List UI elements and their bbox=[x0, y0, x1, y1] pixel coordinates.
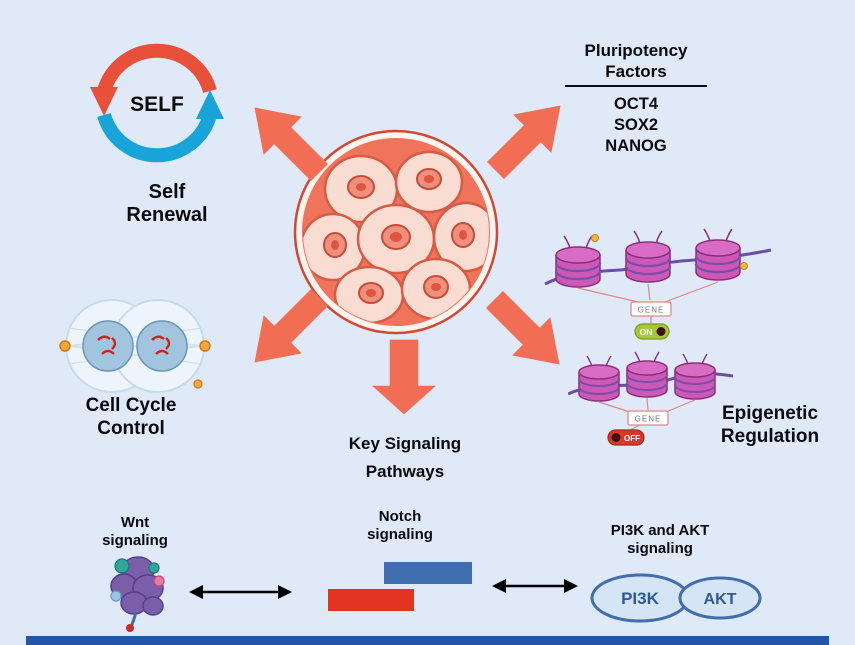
self-cycle-text: SELF bbox=[130, 93, 184, 116]
pi3k-akt-icon: PI3K AKT bbox=[590, 573, 762, 623]
off-label: OFF bbox=[624, 434, 640, 443]
cell-cycle-label: Cell Cycle Control bbox=[85, 395, 177, 439]
pluripotency-title: Pluripotency Factors bbox=[584, 41, 688, 81]
pluripotency-factor-list: OCT4 SOX2 NANOG bbox=[550, 94, 722, 157]
wnt-molecule-icon bbox=[110, 556, 165, 632]
epigenetic-label: Epigenetic Regulation bbox=[720, 403, 820, 447]
nucleosome-icon bbox=[674, 353, 716, 400]
akt-text: AKT bbox=[704, 591, 737, 608]
gene-label: GENE bbox=[638, 306, 665, 315]
bottom-accent-bar bbox=[26, 636, 829, 645]
nucleosome-icon bbox=[578, 355, 620, 402]
epigenetic-condensed-chromatin-icon: GENE OFF bbox=[568, 351, 733, 446]
self-renewal-label: Self Renewal bbox=[126, 181, 208, 226]
key-signaling-label: Key Signaling Pathways bbox=[348, 434, 462, 481]
pi3k-text: PI3K bbox=[621, 589, 660, 608]
wnt-notch-double-arrow-icon bbox=[189, 585, 292, 599]
cell-cycle-mitosis-icon bbox=[59, 299, 211, 393]
pluripotency-factors-panel: Pluripotency Factors OCT4 SOX2 NANOG bbox=[550, 40, 722, 157]
nucleosome-icon bbox=[554, 234, 602, 288]
cycle-red-arrowhead-icon bbox=[90, 87, 118, 116]
notch-receptor-bar bbox=[384, 562, 472, 584]
nucleosome-icon bbox=[694, 228, 748, 281]
akt-ellipse bbox=[678, 576, 762, 620]
gene-box bbox=[627, 410, 669, 426]
pi3k-akt-label: PI3K and AKT signaling bbox=[610, 522, 710, 557]
gene-label: GENE bbox=[635, 415, 662, 424]
notch-pi3k-double-arrow-icon bbox=[492, 579, 578, 593]
epigenetic-open-chromatin-icon: GENE ON bbox=[544, 228, 772, 340]
gene-box bbox=[630, 301, 672, 317]
nucleosome-icon bbox=[624, 230, 672, 283]
cycle-blue-arrowhead-icon bbox=[196, 90, 224, 119]
wnt-label: Wnt signaling bbox=[102, 514, 168, 549]
stem-cell-cluster-icon bbox=[293, 129, 499, 335]
pluripotency-underline bbox=[565, 85, 707, 87]
self-renewal-cycle-icon: SELF bbox=[90, 43, 224, 163]
factor-oct4: OCT4 bbox=[613, 95, 658, 113]
factor-nanog: NANOG bbox=[605, 137, 667, 155]
factor-sox2: SOX2 bbox=[613, 116, 659, 134]
notch-label: Notch signaling bbox=[367, 508, 433, 543]
arrow-to-signaling-icon bbox=[372, 339, 436, 415]
nucleosome-icon bbox=[626, 351, 668, 398]
notch-bars-icon bbox=[328, 562, 472, 611]
on-label: ON bbox=[640, 327, 653, 337]
notch-ligand-bar bbox=[328, 589, 414, 611]
